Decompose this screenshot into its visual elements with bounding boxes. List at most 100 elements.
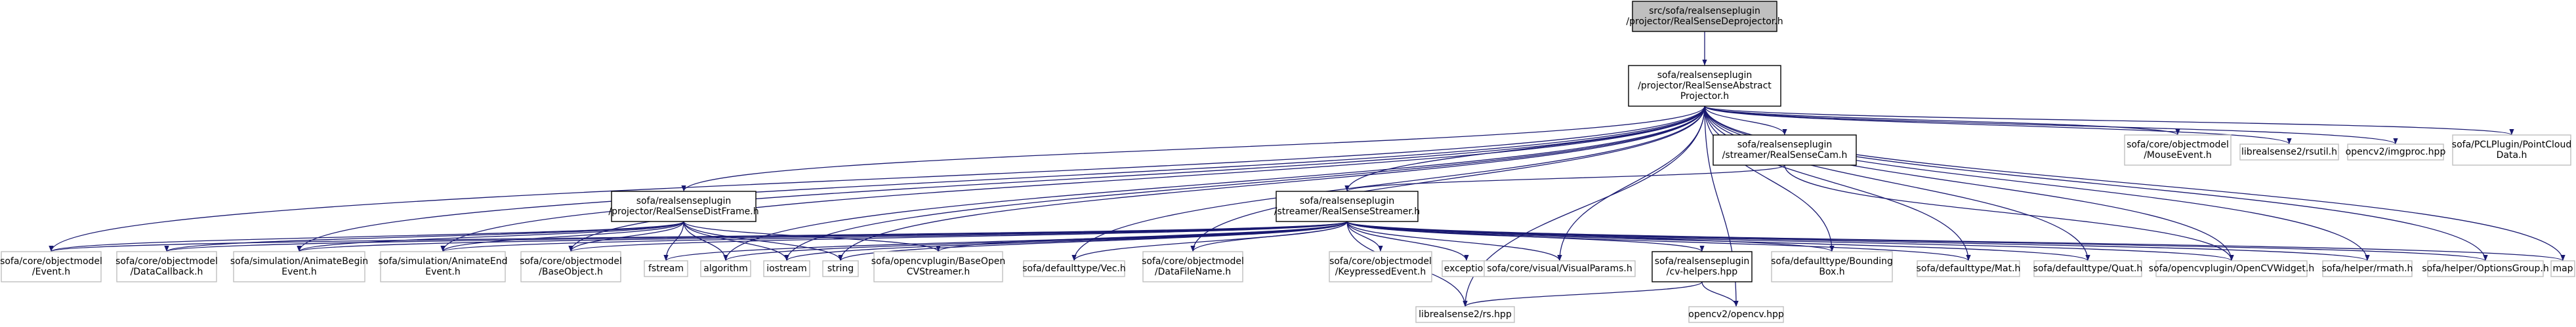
node-label-string-line-0: string (827, 263, 854, 274)
node-algorithm[interactable]: algorithm (700, 260, 751, 277)
node-label-baseopencv-line-1: CVStreamer.h (907, 267, 970, 277)
node-box-algorithm (700, 260, 751, 277)
node-label-animbegin-line-1: Event.h (281, 267, 316, 277)
node-label-rshpp-line-0: librealsense2/rs.hpp (1419, 309, 1512, 320)
node-box-boundingbox (1771, 251, 1893, 282)
node-rsutil[interactable]: librealsense2/rsutil.h (2239, 144, 2339, 161)
node-distframe[interactable]: sofa/realsenseplugin/projector/RealSense… (608, 191, 759, 222)
node-label-opencvhpp-line-0: opencv2/opencv.hpp (1688, 309, 1784, 320)
edge-distframe-to-animbegin (297, 221, 684, 252)
node-mat[interactable]: sofa/defaulttype/Mat.h (1917, 260, 2021, 277)
node-label-event-line-1: /Event.h (32, 267, 70, 277)
node-opencvhpp[interactable]: opencv2/opencv.hpp (1688, 306, 1784, 323)
edge-abstract-to-map (1704, 106, 2566, 261)
node-label-abstract-line-2: Projector.h (1680, 91, 1729, 102)
node-box-streamer (1276, 191, 1419, 222)
node-label-cam-line-0: sofa/realsenseplugin (1737, 140, 1833, 150)
edge-streamer-to-animend (440, 221, 1348, 252)
node-box-imgproc (2347, 144, 2444, 161)
node-box-distframe (611, 191, 757, 222)
node-box-opencvwidget (2155, 260, 2308, 277)
node-label-imgproc-line-0: opencv2/imgproc.hpp (2346, 147, 2446, 157)
node-box-cam (1713, 134, 1857, 166)
node-label-optionsgroup-line-0: sofa/helper/OptionsGroup.h (2422, 263, 2548, 274)
edge-streamer-to-opencvwidget (1346, 221, 2234, 261)
node-box-animbegin (233, 251, 365, 282)
node-label-baseobject-line-0: sofa/core/objectmodel (520, 256, 622, 267)
edge-abstract-to-animbegin (297, 106, 1705, 252)
edge-distframe-to-animend (440, 221, 684, 252)
node-label-distframe-line-0: sofa/realsenseplugin (636, 196, 732, 206)
node-label-cvhelpers-line-0: sofa/realsenseplugin (1655, 256, 1750, 267)
edge-abstract-to-datafilename (1190, 106, 1705, 252)
node-event[interactable]: sofa/core/objectmodel/Event.h (0, 251, 102, 282)
node-streamer[interactable]: sofa/realsenseplugin/streamer/RealSenseS… (1274, 191, 1420, 222)
node-label-vec-line-0: sofa/defaulttype/Vec.h (1022, 263, 1125, 274)
edge-streamer-to-map (1346, 221, 2566, 261)
edge-abstract-to-mouseevent (1704, 106, 2180, 136)
node-box-datafilename (1142, 251, 1243, 282)
node-label-cam-line-1: /streamer/RealSenseCam.h (1722, 150, 1848, 161)
edge-streamer-to-string (838, 221, 1348, 261)
node-quat[interactable]: sofa/defaulttype/Quat.h (2033, 260, 2143, 277)
node-iostream[interactable]: iostream (763, 260, 810, 277)
node-rshpp[interactable]: librealsense2/rs.hpp (1415, 306, 1515, 323)
node-label-streamer-line-1: /streamer/RealSenseStreamer.h (1274, 206, 1420, 217)
node-rmath[interactable]: sofa/helper/rmath.h (2322, 260, 2413, 277)
node-label-rmath-line-0: sofa/helper/rmath.h (2322, 263, 2413, 274)
edge-streamer-to-animbegin (297, 221, 1348, 252)
node-label-map-line-0: map (2552, 263, 2573, 274)
node-string[interactable]: string (822, 260, 859, 277)
node-box-animend (380, 251, 506, 282)
node-mouseevent[interactable]: sofa/core/objectmodel/MouseEvent.h (2124, 134, 2232, 166)
node-box-root (1632, 1, 1777, 32)
node-label-mouseevent-line-1: /MouseEvent.h (2144, 150, 2212, 161)
node-label-mat-line-0: sofa/defaulttype/Mat.h (1917, 263, 2021, 274)
edge-streamer-to-baseobject (568, 221, 1348, 252)
node-visualparams[interactable]: sofa/core/visual/VisualParams.h (1484, 260, 1636, 277)
edge-streamer-to-baseopencv (936, 221, 1348, 252)
node-imgproc[interactable]: opencv2/imgproc.hpp (2346, 144, 2446, 161)
node-label-boundingbox-line-0: sofa/defaulttype/Bounding (1771, 256, 1893, 267)
node-label-distframe-line-1: /projector/RealSenseDistFrame.h (608, 206, 758, 217)
node-box-abstract (1628, 65, 1781, 107)
edge-abstract-to-streamer (1344, 106, 1705, 192)
node-label-algorithm-line-0: algorithm (703, 263, 748, 274)
node-abstract[interactable]: sofa/realsenseplugin/projector/RealSense… (1628, 65, 1781, 107)
edge-abstract-to-pointcloud (1704, 106, 2514, 136)
node-cam[interactable]: sofa/realsenseplugin/streamer/RealSenseC… (1713, 134, 1857, 166)
edge-distframe-to-event (49, 221, 684, 252)
node-datacallback[interactable]: sofa/core/objectmodel/DataCallback.h (115, 251, 218, 282)
node-keypressed[interactable]: sofa/core/objectmodel/KeypressedEvent.h (1329, 251, 1432, 282)
node-exception[interactable]: exception (1442, 260, 1491, 277)
node-baseobject[interactable]: sofa/core/objectmodel/BaseObject.h (520, 251, 622, 282)
node-opencvwidget[interactable]: sofa/opencvplugin/OpenCVWidget.h (2149, 260, 2314, 277)
edge-abstract-to-boundingbox (1704, 106, 1835, 252)
node-label-keypressed-line-0: sofa/core/objectmodel (1329, 256, 1432, 267)
node-root: src/sofa/realsenseplugin/projector/RealS… (1626, 1, 1783, 32)
edge-streamer-to-datafilename (1190, 221, 1348, 252)
node-box-string (822, 260, 859, 277)
node-box-mat (1917, 260, 2020, 277)
node-label-pointcloud-line-0: sofa/PCLPlugin/PointCloud (2452, 140, 2571, 150)
edge-abstract-to-imgproc (1704, 106, 2398, 145)
node-map[interactable]: map (2550, 260, 2575, 277)
edge-streamer-to-exception (1346, 221, 1469, 261)
node-label-animend-line-0: sofa/simulation/AnimateEnd (378, 256, 507, 267)
edge-distframe-to-baseobject (568, 221, 684, 252)
node-datafilename[interactable]: sofa/core/objectmodel/DataFileName.h (1142, 251, 1244, 282)
node-box-baseobject (520, 251, 621, 282)
edge-streamer-to-fstream (663, 221, 1348, 261)
node-cvhelpers[interactable]: sofa/realsenseplugin/cv-helpers.hpp (1652, 251, 1753, 282)
node-vec[interactable]: sofa/defaulttype/Vec.h (1022, 260, 1126, 277)
node-fstream[interactable]: fstream (644, 260, 688, 277)
node-optionsgroup[interactable]: sofa/helper/OptionsGroup.h (2422, 260, 2549, 277)
node-label-boundingbox-line-1: Box.h (1819, 267, 1844, 277)
node-label-streamer-line-0: sofa/realsenseplugin (1300, 196, 1395, 206)
node-box-pointcloud (2452, 134, 2571, 166)
